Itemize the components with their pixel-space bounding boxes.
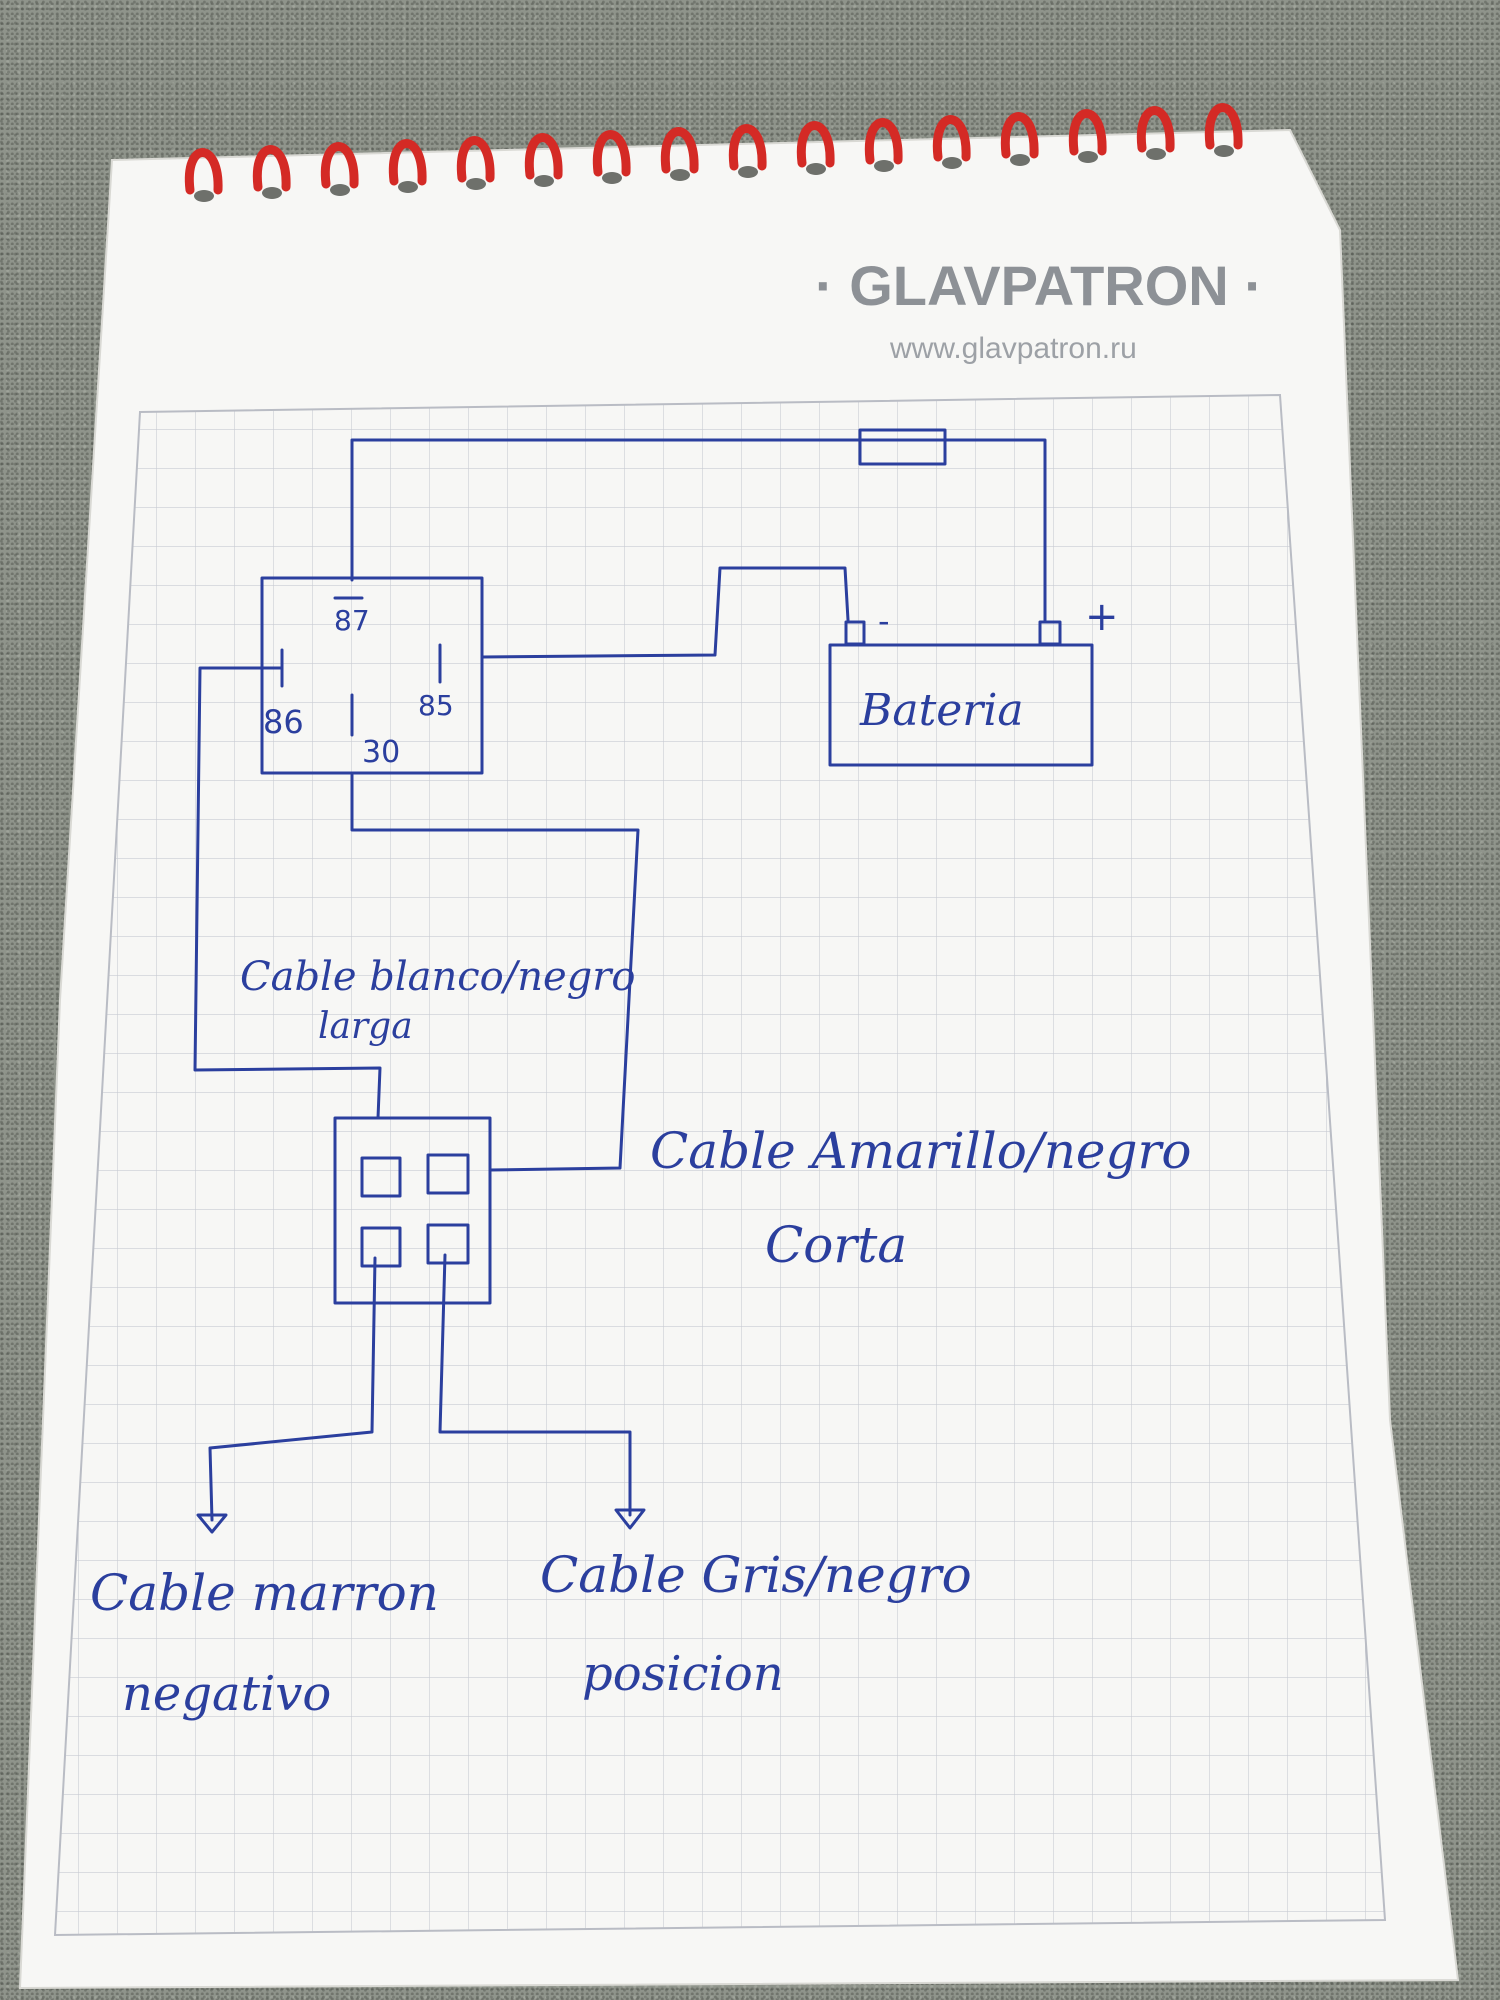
white-black-cable-length: larga — [318, 1006, 413, 1047]
brand-url: www.glavpatron.ru — [889, 332, 1137, 365]
spiral-hole — [602, 172, 622, 184]
spiral-hole — [806, 163, 826, 175]
relay-pin-labels: 87 86 85 30 — [263, 604, 454, 770]
battery-box — [828, 643, 1094, 767]
spiral-ring — [1000, 112, 1039, 159]
spiral-ring — [1068, 109, 1107, 156]
spiral-hole — [670, 169, 690, 181]
pin-30-label: 30 — [362, 735, 400, 770]
fuse-symbol — [858, 428, 947, 466]
battery-pos-terminal — [1038, 620, 1062, 646]
spiral-hole — [330, 184, 350, 196]
grey-arrow — [614, 1508, 646, 1530]
spiral-hole — [1214, 145, 1234, 157]
grid-area — [53, 393, 1387, 1937]
spiral-hole — [194, 190, 214, 202]
brand-logo: · GLAVPATRON · — [815, 254, 1263, 317]
spiral-hole — [874, 160, 894, 172]
wiring — [193, 428, 1094, 1534]
brown-cable-function: negativo — [122, 1666, 331, 1722]
spiral-ring — [524, 133, 563, 180]
grey-black-cable-label: Cable Gris/negro — [540, 1546, 972, 1604]
relay-box — [260, 576, 484, 775]
brown-arrow — [196, 1513, 228, 1534]
brown-cable-label: Cable marron — [90, 1564, 439, 1622]
spiral-ring — [184, 148, 223, 195]
spiral-ring — [660, 127, 699, 174]
spiral-hole — [1010, 154, 1030, 166]
brown-wire — [208, 1256, 377, 1522]
spiral-hole — [1146, 148, 1166, 160]
spiral-ring — [252, 145, 291, 192]
pin-85-label: 85 — [418, 689, 454, 722]
spiral-hole — [534, 175, 554, 187]
yellow-black-wire — [350, 773, 640, 1172]
battery-label: Bateria — [859, 685, 1024, 736]
spiral-hole — [466, 178, 486, 190]
yellow-black-cable-label: Cable Amarillo/negro — [650, 1122, 1192, 1180]
spiral-ring — [1204, 103, 1243, 150]
spiral-ring — [388, 139, 427, 186]
spiral-hole — [398, 181, 418, 193]
white-black-wire — [193, 666, 382, 1120]
connector-box — [333, 1116, 492, 1305]
battery-positive-sign: + — [1085, 594, 1119, 640]
grey-black-wire — [438, 1253, 632, 1517]
pin-86-label: 86 — [263, 703, 304, 741]
spiral-hole — [738, 166, 758, 178]
pin-87-label: 87 — [334, 604, 370, 637]
spiral-ring — [932, 115, 971, 162]
spiral-ring — [1136, 106, 1175, 153]
white-black-cable-label: Cable blanco/negro — [240, 954, 635, 1000]
ground-wire — [480, 566, 850, 659]
spiral-hole — [262, 187, 282, 199]
yellow-black-cable-length: Corta — [765, 1216, 907, 1274]
spiral-hole — [942, 157, 962, 169]
spiral-ring — [320, 142, 359, 189]
spiral-binding — [184, 103, 1243, 202]
battery-neg-terminal — [844, 620, 866, 646]
grey-black-cable-function: posicion — [582, 1646, 784, 1702]
fuse-wire — [350, 438, 1047, 622]
spiral-ring — [796, 121, 835, 168]
spiral-ring — [456, 136, 495, 183]
spiral-ring — [864, 118, 903, 165]
spiral-hole — [1078, 151, 1098, 163]
spiral-ring — [592, 130, 631, 177]
battery-negative-sign: - — [878, 602, 890, 640]
spiral-ring — [728, 124, 767, 171]
